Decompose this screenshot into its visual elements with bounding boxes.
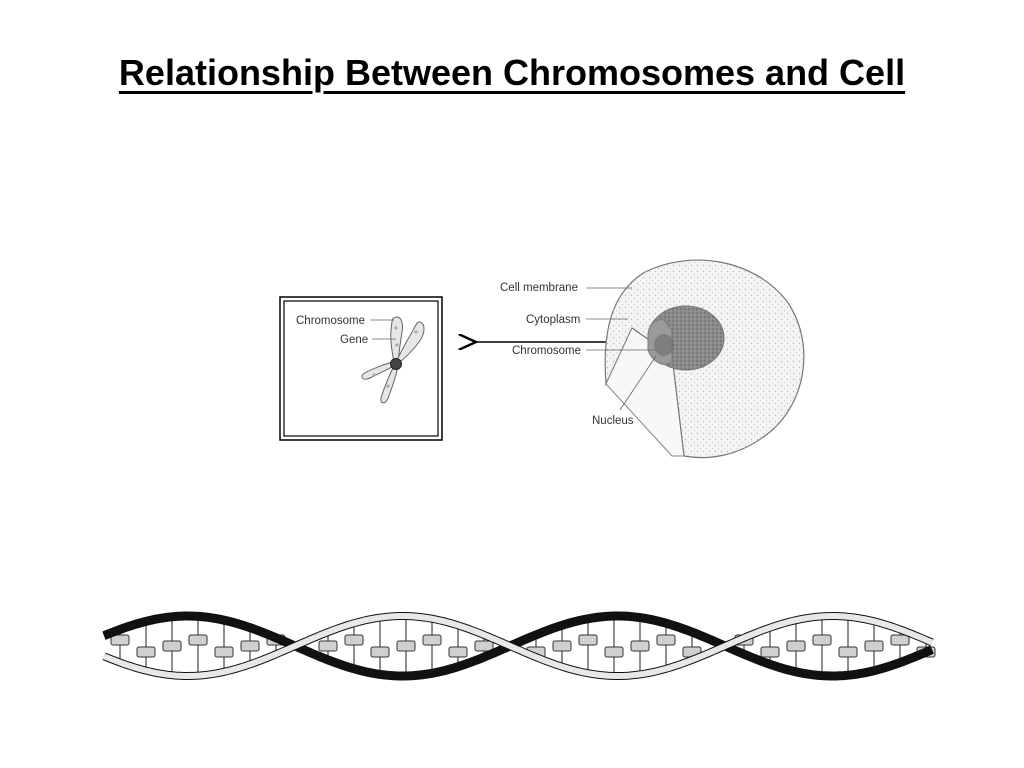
dna-base-pair — [760, 646, 780, 658]
inset-frame-outer — [279, 296, 443, 441]
cell-cutaway-icon — [604, 259, 805, 459]
dna-base-pair — [396, 640, 416, 652]
dna-base-pair — [786, 640, 806, 652]
inset-gene-label: Gene — [340, 334, 368, 346]
chromosome-inset: Chromosome Gene — [279, 296, 443, 441]
dna-base-pair — [604, 646, 624, 658]
dna-strand — [102, 612, 934, 680]
slide-title: Relationship Between Chromosomes and Cel… — [118, 52, 906, 93]
dna-base-pair — [474, 640, 494, 652]
dna-base-pair — [578, 634, 598, 646]
inset-chromosome-label: Chromosome — [296, 315, 365, 327]
nucleus-label: Nucleus — [592, 415, 634, 427]
dna-base-pair — [656, 634, 676, 646]
nucleus-chromatin — [654, 334, 674, 356]
dna-base-pair — [110, 634, 130, 646]
inset-frame-inner — [283, 300, 439, 437]
dna-base-pair — [448, 646, 468, 658]
dna-base-pair — [552, 640, 572, 652]
dna-base-pair — [162, 640, 182, 652]
dna-base-pair — [838, 646, 858, 658]
dna-base-pair — [318, 640, 338, 652]
dna-base-pair — [864, 640, 884, 652]
dna-base-pair — [344, 634, 364, 646]
dna-base-pair — [136, 646, 156, 658]
dna-base-pair — [188, 634, 208, 646]
dna-strand — [102, 613, 934, 679]
cell-chromosome-label: Chromosome — [512, 345, 581, 357]
dna-base-pair — [240, 640, 260, 652]
dna-base-pair — [630, 640, 650, 652]
dna-base-pair — [214, 646, 234, 658]
dna-base-pair — [422, 634, 442, 646]
cytoplasm-label: Cytoplasm — [526, 314, 580, 326]
cell-membrane-label: Cell membrane — [500, 282, 578, 294]
dna-helix-icon — [102, 611, 936, 681]
nucleus-leader — [619, 355, 657, 411]
chromosome-icon — [361, 316, 425, 404]
dna-base-pair — [370, 646, 390, 658]
dna-base-pair — [890, 634, 910, 646]
dna-base-pair — [812, 634, 832, 646]
